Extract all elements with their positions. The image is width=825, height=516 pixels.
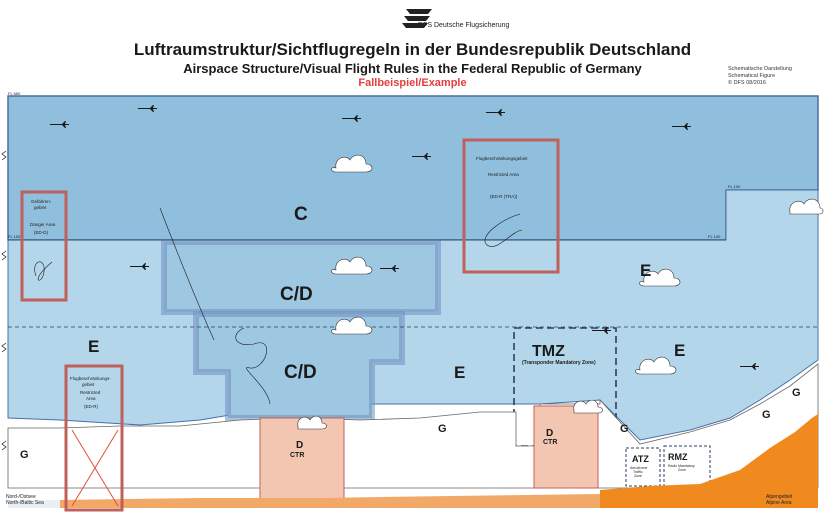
sea-area xyxy=(8,500,60,508)
dfs-logo-icon xyxy=(402,9,432,28)
ctr-left-zone xyxy=(259,417,345,507)
zone-atz-label: ATZ xyxy=(632,454,649,464)
fl-top-label: FL 660 xyxy=(8,91,21,96)
zone-c-label: C xyxy=(294,204,308,225)
restricted-low-en-2: Area xyxy=(86,396,96,401)
restricted-top-de: Flugbeschränkungsgebiet xyxy=(476,156,528,161)
zone-g-mid-label: G xyxy=(438,423,447,435)
alpine-label-2: Alpine Area xyxy=(766,500,792,506)
danger-area xyxy=(20,190,68,302)
zone-rmz-label: RMZ xyxy=(668,452,688,462)
zone-cd-lower-label: C/D xyxy=(284,362,317,383)
restricted-low-de-2: gebiet xyxy=(82,382,95,387)
aircraft-icons xyxy=(50,105,759,370)
restricted-top-id: (ED-R (TRA)) xyxy=(490,194,518,199)
class-cd-upper-area xyxy=(161,239,441,315)
restricted-low-id: (ED-R) xyxy=(84,404,98,409)
title-english: Airspace Structure/Visual Flight Rules i… xyxy=(183,61,642,76)
danger-en: Danger Area xyxy=(30,222,56,227)
zone-e-left-label: E xyxy=(88,337,99,356)
restricted-low-en-1: Restricted xyxy=(80,390,101,395)
restricted-low-de-1: Flugbeschränkungs- xyxy=(70,376,111,381)
terrain-alpine-area xyxy=(600,414,818,508)
atz-zone xyxy=(625,447,661,487)
sea-label-1: Nord-/Ostsee xyxy=(6,494,36,500)
ctr-left-name: CTR xyxy=(290,452,304,459)
atz-sub-2: Traffic xyxy=(633,470,643,474)
ctr-right-zone xyxy=(533,405,599,489)
schematic-note: Schematische Darstellung Schematical Fig… xyxy=(728,66,792,87)
restricted-top-en: Restricted Area xyxy=(488,172,519,177)
logo-text: DFS Deutsche Flugsicherung xyxy=(418,22,510,29)
note-line-1: Schematische Darstellung xyxy=(728,66,792,72)
zone-e-right-upper-label: E xyxy=(640,261,651,280)
restricted-area-low xyxy=(64,364,124,512)
alpine-label-1: Alpengebiet xyxy=(766,494,793,500)
terrain-lowland xyxy=(60,494,600,508)
danger-de-2: gebiet xyxy=(34,205,47,210)
danger-id: (ED-D) xyxy=(34,230,48,235)
class-cd-lower-area xyxy=(193,311,405,421)
note-line-3: © DFS 08/2016 xyxy=(728,80,766,86)
fl100-right-upper-label: FL 100 xyxy=(728,184,741,189)
zone-e-right-lower-label: E xyxy=(674,341,685,360)
zone-g-right-3-label: G xyxy=(792,387,801,399)
rmz-sub-2: Zone xyxy=(678,468,686,472)
ctr-left-class: D xyxy=(296,440,303,451)
example-label: Fallbeispiel/Example xyxy=(358,77,467,89)
atz-sub-3: Zone xyxy=(634,474,642,478)
zone-g-right-1-label: G xyxy=(620,423,629,435)
zone-cd-upper-label: C/D xyxy=(280,284,313,305)
zone-e-mid-label: E xyxy=(454,363,465,382)
restricted-area-top xyxy=(462,138,560,274)
sea-label-2: North-/Baltic Sea xyxy=(6,500,44,506)
fl100-right-label: FL 100 xyxy=(708,234,721,239)
zone-g-left-label: G xyxy=(20,449,29,461)
class-c-area xyxy=(7,95,819,241)
note-line-2: Schematical Figure xyxy=(728,73,776,79)
tmz-sub-label: (Transponder Mandatory Zone) xyxy=(522,360,596,366)
zone-g-right-2-label: G xyxy=(762,409,771,421)
ctr-right-name: CTR xyxy=(543,439,557,446)
ctr-right-class: D xyxy=(546,428,553,439)
title-german: Luftraumstruktur/Sichtflugregeln in der … xyxy=(133,40,692,59)
fl100-left-label: FL 100 xyxy=(8,234,21,239)
rmz-sub-1: Radio Mandatory xyxy=(668,464,695,468)
zone-tmz-label: TMZ xyxy=(532,343,565,360)
atz-sub-1: Aerodrome xyxy=(630,466,647,470)
danger-de-1: Gefahren- xyxy=(31,199,52,204)
